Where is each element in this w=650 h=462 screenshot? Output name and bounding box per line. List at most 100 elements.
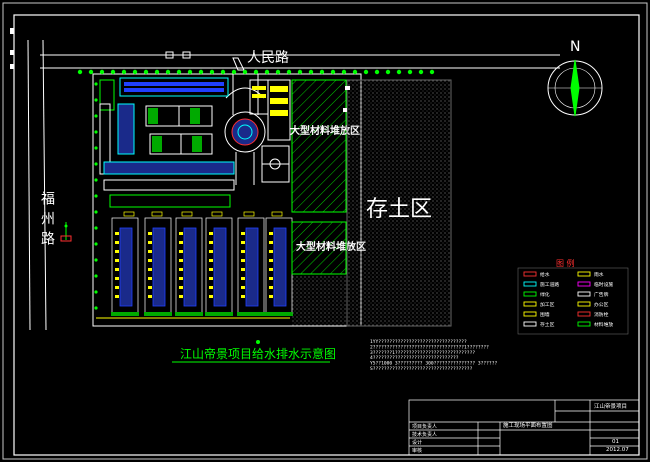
tree-icon (385, 69, 391, 75)
tree-icon (220, 69, 226, 75)
legend-swatch (577, 281, 591, 287)
legend-swatch (577, 301, 591, 307)
legend-swatch (523, 301, 537, 307)
office-building-b (267, 79, 291, 141)
title-block (408, 399, 640, 456)
tower-block (175, 217, 203, 316)
tree-icon (330, 69, 336, 75)
note-line: S???????????????????????????????????? (370, 366, 473, 372)
north-arrow-icon (547, 59, 603, 117)
north-road (40, 54, 560, 69)
tree-icon (121, 69, 127, 75)
legend-label: 材料堆放 (594, 321, 613, 328)
legend: 图 例 给水雨水施工道路临时设施绿化广告牌加工区办公区围墙消防栓存土区材料堆放 (517, 258, 629, 335)
tower-block (205, 217, 233, 316)
building-tag (211, 211, 223, 217)
tree-icon (429, 69, 435, 75)
legend-swatch (577, 321, 591, 327)
tree-icon (341, 69, 347, 75)
legend-label: 存土区 (540, 321, 555, 328)
title-block-number: 01 (612, 439, 619, 445)
inner-frame (13, 14, 640, 456)
dormitory-block (99, 77, 229, 175)
tree-icon (198, 69, 204, 75)
tree-icon (308, 69, 314, 75)
tree-icon (77, 69, 83, 75)
tree-icon (99, 69, 105, 75)
legend-label: 给水 (540, 271, 550, 278)
legend-item: 临时设施 (577, 281, 613, 288)
tree-icon (110, 69, 116, 75)
building-tag (151, 211, 163, 217)
tree-icon (352, 69, 358, 75)
tree-icon (94, 98, 98, 102)
tree-icon (94, 242, 98, 246)
tree-icon (165, 69, 171, 75)
north-label: N (570, 39, 580, 55)
legend-item: 施工道路 (523, 281, 559, 288)
legend-item: 绿化 (523, 291, 550, 298)
office-building-a (249, 79, 269, 115)
note-line: 1YY???????????????????????????????? (370, 339, 467, 345)
green-belt (148, 108, 202, 152)
legend-item: 给水 (523, 271, 550, 278)
tree-icon (143, 69, 149, 75)
building-tag (123, 211, 135, 217)
legend-item: 广告牌 (577, 291, 609, 298)
tree-icon (94, 178, 98, 182)
tree-icon (231, 69, 237, 75)
tree-icon (242, 69, 248, 75)
tree-icon (94, 290, 98, 294)
legend-label: 绿化 (540, 291, 550, 298)
building-tag (243, 211, 255, 217)
road-markers (165, 51, 245, 71)
design-notes: 1YY????????????????????????????????2????… (370, 339, 497, 372)
legend-swatch (523, 291, 537, 297)
tree-icon (94, 194, 98, 198)
legend-label: 办公区 (594, 301, 609, 308)
tree-icon (94, 274, 98, 278)
residential-towers (111, 211, 293, 316)
tree-icon (253, 69, 259, 75)
legend-label: 雨水 (594, 271, 604, 278)
legend-swatch (523, 271, 537, 277)
building-tag (181, 211, 193, 217)
legend-item: 围墙 (523, 311, 550, 318)
tree-icon (94, 226, 98, 230)
basketball-court (261, 145, 290, 183)
tower-block (237, 217, 265, 316)
legend-label: 围墙 (540, 311, 550, 318)
note-line: 3???????1????????????????????????????? (370, 350, 475, 356)
tree-icon (94, 210, 98, 214)
tree-icon (94, 82, 98, 86)
title-block-row-label: 技术负责人 (412, 431, 437, 438)
legend-swatch (523, 311, 537, 317)
title-block-row-label: 设计 (412, 439, 422, 446)
legend-item: 雨水 (577, 271, 604, 278)
material-zone-label-top: 大型材料堆放区 (290, 124, 360, 137)
title-marker (256, 340, 260, 344)
legend-item: 消防栓 (577, 311, 609, 318)
legend-item: 存土区 (523, 321, 555, 328)
title-block-date: 2012.07 (606, 447, 629, 453)
legend-label: 消防栓 (594, 311, 609, 318)
hydrant-icon (60, 222, 72, 242)
soil-storage-strip (292, 276, 346, 326)
tree-icon (275, 69, 281, 75)
legend-swatch (523, 321, 537, 327)
tree-icon (94, 146, 98, 150)
tower-block (265, 217, 293, 316)
soil-zone-label: 存土区 (366, 197, 432, 222)
workshop-row (103, 161, 235, 208)
west-road-label: 福州路 (39, 191, 55, 251)
tree-icon (94, 162, 98, 166)
sports-courts (145, 105, 213, 155)
tree-icon (94, 114, 98, 118)
tree-icon (187, 69, 193, 75)
note-line: 4??????????????????????????????? (370, 355, 459, 361)
north-road-label: 人民路 (247, 50, 289, 66)
title-block-project: 江山帝景项目 (594, 402, 627, 410)
legend-swatch (523, 281, 537, 287)
